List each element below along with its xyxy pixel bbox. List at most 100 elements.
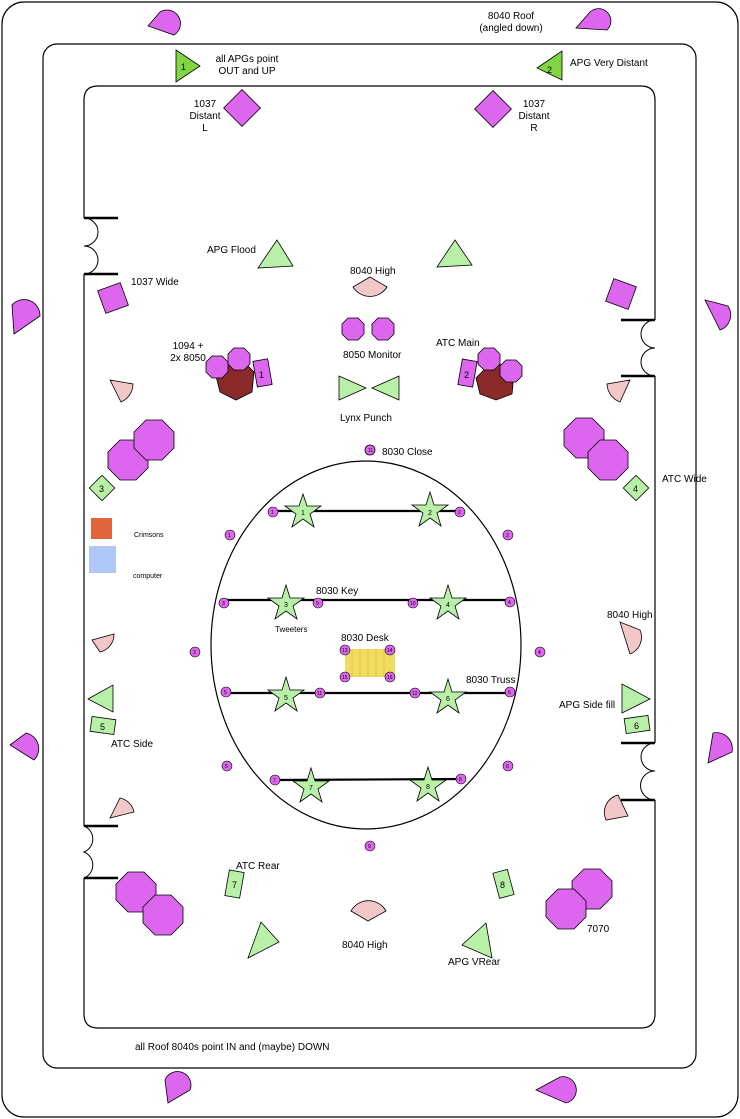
- atc-7-speaker: 7: [224, 869, 245, 899]
- ring-circle: [502, 529, 514, 541]
- truss-circle-number: 12: [412, 691, 418, 697]
- label-tweeters: Tweeters: [275, 625, 307, 634]
- desk-circle-number: 16: [387, 675, 393, 681]
- ring-circle-number: 5: [225, 764, 228, 770]
- truss-circle: [312, 597, 324, 609]
- door-left-bottom: [82, 824, 118, 880]
- atc-3-number: 3: [99, 484, 104, 494]
- apg-2-number: 2: [547, 65, 552, 75]
- ring-circle: [189, 646, 201, 658]
- monitor-8050: [371, 317, 395, 341]
- ring-circle: [221, 760, 233, 772]
- atc-5-speaker: 5: [89, 715, 117, 736]
- label-apg-note-2: OUT and UP: [218, 66, 275, 77]
- label-1037-l-1: 1037: [194, 99, 217, 110]
- star-speaker-4: [428, 583, 468, 621]
- crimsons-swatch: [91, 518, 112, 539]
- door-right-bottom: [621, 741, 656, 802]
- label-atc-main: ATC Main: [436, 338, 480, 349]
- desk-circle-number: 15: [342, 675, 348, 681]
- inner-wall: [83, 85, 656, 1029]
- label-lynx-punch: Lynx Punch: [340, 413, 392, 424]
- ring-circle: [364, 840, 376, 852]
- desk-circle-number: 13: [342, 648, 348, 654]
- truss-circle-number: 11: [317, 691, 322, 697]
- star-speaker-7: [291, 766, 331, 804]
- roof-8040-speaker: [535, 1076, 577, 1104]
- label-roof-8040-sub: (angled down): [479, 23, 542, 34]
- high-8040-right-lower: [603, 794, 629, 821]
- atc-1-speaker: 1: [252, 358, 273, 388]
- ring-circle-number: 4: [538, 650, 541, 656]
- atc-6-number: 6: [634, 721, 639, 731]
- sub-1094-left: [205, 347, 255, 401]
- label-apg-flood: APG Flood: [207, 245, 256, 256]
- truss-circle: [455, 773, 467, 785]
- label-8030-close: 8030 Close: [382, 447, 433, 458]
- star-number-1: 1: [301, 510, 305, 517]
- label-computer: computer: [133, 573, 163, 580]
- truss-circle: [218, 597, 230, 609]
- atc-8-speaker: 8: [492, 868, 515, 899]
- truss-circle: [267, 506, 279, 518]
- high-8040-left-upper: [109, 379, 134, 403]
- roof-8040-speaker: [147, 9, 181, 36]
- atc-2-number: 2: [464, 370, 469, 380]
- monitor-8050: [341, 317, 365, 341]
- label-apg-side-fill: APG Side fill: [559, 700, 615, 711]
- atc-4-number: 4: [633, 484, 638, 494]
- high-8040-left-lower: [109, 797, 135, 819]
- octagon-left-upper: [133, 419, 175, 461]
- apg-2-speaker: 2: [536, 50, 563, 81]
- star-speaker-8: [408, 765, 448, 803]
- door-right-top: [621, 318, 656, 378]
- label-apg-vrear: APG VRear: [448, 957, 501, 968]
- apg-1-number: 1: [181, 62, 186, 72]
- label-8030-desk: 8030 Desk: [341, 633, 390, 644]
- wide-1037-left: [97, 282, 129, 314]
- computer-swatch: [89, 546, 116, 573]
- truss-circle-number: 2: [458, 510, 461, 516]
- star-number-3: 3: [284, 602, 288, 609]
- label-8030-key: 8030 Key: [316, 586, 358, 597]
- truss-circle-number: 3: [222, 601, 225, 607]
- ring-circle-number: 1: [228, 533, 231, 539]
- desk-8030: 13 14 15 16: [339, 644, 396, 683]
- high-8040-right-mid: [619, 621, 642, 655]
- label-crimsons: Crimsons: [134, 532, 164, 539]
- label-atc-rear: ATC Rear: [236, 861, 280, 872]
- truss-circle: [314, 687, 326, 699]
- wide-1037-right: [605, 278, 637, 310]
- close-8030-speaker: [364, 444, 376, 456]
- label-8050-monitor: 8050 Monitor: [343, 350, 402, 361]
- label-8040-high-right: 8040 High: [607, 610, 653, 621]
- label-8030-truss: 8030 Truss: [466, 675, 515, 686]
- octagon-left-lower: [142, 894, 184, 936]
- lynx-punch-left: [338, 375, 367, 401]
- truss-circle-number: 9: [316, 601, 319, 607]
- truss-circle: [454, 506, 466, 518]
- high-8040-right-upper: [606, 379, 631, 403]
- atc-6-speaker: 6: [623, 714, 651, 735]
- truss-circle-number: 1: [271, 510, 274, 516]
- ring-circle: [534, 646, 546, 658]
- label-8040-high-bottom: 8040 High: [342, 940, 388, 951]
- star-speaker-1: [283, 492, 323, 529]
- high-8040-top: [352, 276, 388, 297]
- ring-circle-number: 9: [368, 844, 371, 850]
- label-apg-very-distant: APG Very Distant: [570, 58, 648, 69]
- close-circle-number: 11: [368, 448, 373, 454]
- label-atc-wide: ATC Wide: [662, 474, 707, 485]
- star-speaker-3: [266, 583, 306, 621]
- star-number-2: 2: [428, 510, 432, 517]
- apg-side-fill-right: [621, 683, 651, 714]
- ring-circle-number: 3: [193, 650, 196, 656]
- apg-flood-left: [257, 239, 294, 269]
- atc-1-number: 1: [259, 370, 264, 380]
- roof-8040-speaker: [9, 732, 40, 761]
- star-number-4: 4: [446, 602, 450, 609]
- high-8040-bottom: [350, 900, 387, 922]
- atc-5-number: 5: [100, 722, 105, 732]
- atc-7-number: 7: [232, 880, 237, 890]
